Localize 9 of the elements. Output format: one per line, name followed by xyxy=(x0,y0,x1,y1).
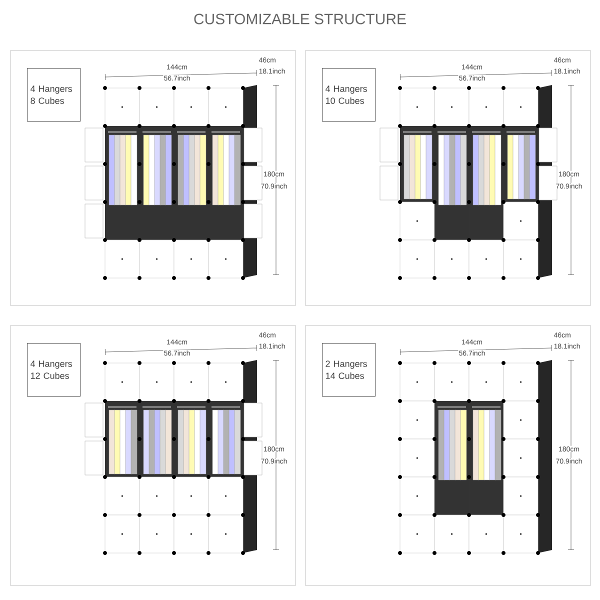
label-box: 4 Hangers 12 Cubes xyxy=(27,343,81,397)
panel-frame xyxy=(305,325,591,586)
title: CUSTOMIZABLE STRUCTURE xyxy=(194,14,406,24)
label-box: 4 Hangers 8 Cubes xyxy=(27,68,81,122)
panel-frame xyxy=(305,50,591,306)
label-box: 4 Hangers 10 Cubes xyxy=(322,68,376,122)
panel-frame xyxy=(10,325,296,586)
panel-frame xyxy=(10,50,296,306)
label-box: 2 Hangers 14 Cubes xyxy=(322,343,376,397)
